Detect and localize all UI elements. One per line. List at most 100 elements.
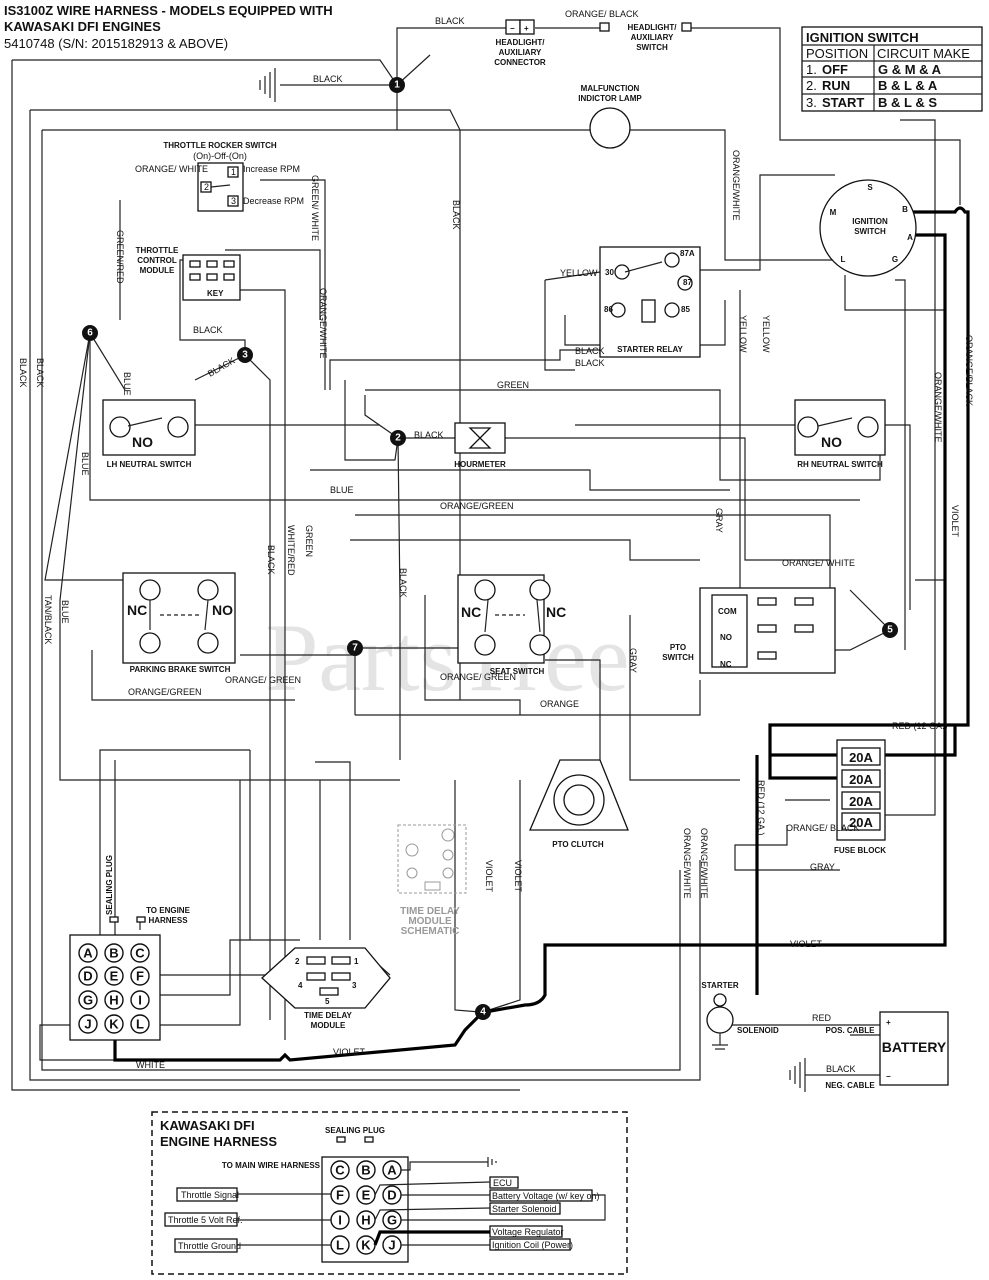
ignition-switch-table: IGNITION SWITCH POSITION CIRCUIT MAKE 1.… bbox=[801, 26, 983, 112]
svg-text:85: 85 bbox=[681, 305, 690, 314]
svg-text:4: 4 bbox=[480, 1007, 486, 1018]
svg-text:Throttle Signal: Throttle Signal bbox=[181, 1190, 239, 1200]
svg-text:MODULE: MODULE bbox=[408, 916, 452, 927]
svg-text:20A: 20A bbox=[849, 772, 873, 787]
pin-K: K bbox=[104, 1014, 124, 1034]
engine-pin-I: I bbox=[330, 1210, 350, 1230]
svg-text:CONTROL: CONTROL bbox=[137, 256, 177, 265]
svg-text:20A: 20A bbox=[849, 794, 873, 809]
svg-text:VIOLET: VIOLET bbox=[333, 1047, 366, 1057]
svg-text:NEG. CABLE: NEG. CABLE bbox=[825, 1081, 875, 1090]
engine-pin-E: E bbox=[356, 1185, 376, 1205]
svg-text:LH NEUTRAL SWITCH: LH NEUTRAL SWITCH bbox=[107, 460, 192, 469]
svg-text:BLACK: BLACK bbox=[35, 358, 45, 388]
time-delay-module: 2 1 4 3 5 TIME DELAY MODULE bbox=[261, 947, 391, 1030]
node-4: 4 bbox=[475, 1004, 491, 1020]
svg-text:1: 1 bbox=[394, 80, 400, 91]
starter-solenoid: STARTER SOLENOID bbox=[701, 981, 779, 1050]
headlight-switch: HEADLIGHT/ AUXILIARY SWITCH bbox=[599, 22, 692, 52]
engine-pin-H: H bbox=[356, 1210, 376, 1230]
svg-text:NC: NC bbox=[127, 602, 147, 618]
svg-text:G: G bbox=[387, 1213, 397, 1228]
svg-text:Throttle 5 Volt Ref.: Throttle 5 Volt Ref. bbox=[168, 1215, 243, 1225]
svg-text:BLUE: BLUE bbox=[330, 485, 354, 495]
svg-text:SWITCH: SWITCH bbox=[662, 653, 694, 662]
svg-text:MODULE: MODULE bbox=[140, 266, 175, 275]
svg-text:ORANGE/BLACK: ORANGE/BLACK bbox=[964, 335, 974, 406]
svg-text:B: B bbox=[902, 205, 908, 214]
svg-text:H: H bbox=[361, 1213, 370, 1228]
svg-text:BLACK: BLACK bbox=[826, 1064, 856, 1074]
svg-text:87: 87 bbox=[683, 278, 692, 287]
svg-text:ORANGE/ BLACK: ORANGE/ BLACK bbox=[786, 823, 860, 833]
svg-text:KEY: KEY bbox=[207, 289, 224, 298]
ground-symbol-top bbox=[259, 68, 276, 102]
svg-text:NO: NO bbox=[821, 434, 842, 450]
node-7: 7 bbox=[347, 640, 363, 656]
node-2: 2 bbox=[390, 430, 406, 446]
svg-text:ORANGE/GREEN: ORANGE/GREEN bbox=[128, 687, 202, 697]
pin-H: H bbox=[104, 990, 124, 1010]
svg-text:BLUE: BLUE bbox=[60, 600, 70, 624]
parking-brake-switch: NC NO PARKING BRAKE SWITCH bbox=[122, 572, 236, 674]
ignition-table-col-position: POSITION bbox=[806, 46, 868, 61]
svg-text:VIOLET: VIOLET bbox=[513, 860, 523, 893]
svg-text:MODULE: MODULE bbox=[311, 1021, 346, 1030]
svg-text:BATTERY: BATTERY bbox=[882, 1039, 947, 1055]
svg-text:J: J bbox=[388, 1238, 395, 1253]
svg-text:NO: NO bbox=[212, 602, 233, 618]
svg-text:L: L bbox=[336, 1238, 344, 1253]
title-line-1: IS3100Z WIRE HARNESS - MODELS EQUIPPED W… bbox=[4, 3, 333, 18]
svg-text:GREEN/RED: GREEN/RED bbox=[115, 230, 125, 284]
svg-text:BLACK: BLACK bbox=[266, 545, 276, 575]
svg-text:2: 2 bbox=[395, 433, 401, 444]
node-1: 1 bbox=[389, 77, 405, 93]
svg-text:1: 1 bbox=[354, 957, 359, 966]
svg-text:−: − bbox=[886, 1072, 891, 1081]
svg-text:NC: NC bbox=[720, 660, 732, 669]
svg-text:FUSE BLOCK: FUSE BLOCK bbox=[834, 846, 886, 855]
svg-text:NO: NO bbox=[132, 434, 153, 450]
svg-text:YELLOW: YELLOW bbox=[738, 315, 748, 353]
svg-text:RED: RED bbox=[812, 1013, 832, 1023]
engine-pin-A: A bbox=[382, 1160, 402, 1180]
svg-text:SCHEMATIC: SCHEMATIC bbox=[401, 926, 460, 937]
title-line-2: KAWASAKI DFI ENGINES bbox=[4, 19, 161, 34]
ignition-row-2-num: 2. bbox=[806, 78, 817, 93]
svg-text:GRAY: GRAY bbox=[810, 862, 835, 872]
svg-text:BLACK: BLACK bbox=[206, 355, 237, 378]
node-5: 5 bbox=[882, 622, 898, 638]
engine-harness-box: KAWASAKI DFI ENGINE HARNESS SEALING PLUG… bbox=[151, 1111, 628, 1275]
svg-text:SEAT SWITCH: SEAT SWITCH bbox=[490, 667, 545, 676]
svg-text:MALFUNCTION: MALFUNCTION bbox=[581, 84, 640, 93]
svg-text:A: A bbox=[83, 946, 93, 961]
pto-switch: COM NO NC PTO SWITCH bbox=[662, 587, 836, 674]
svg-text:20A: 20A bbox=[849, 815, 873, 830]
lh-neutral-switch: NO LH NEUTRAL SWITCH bbox=[102, 399, 196, 469]
svg-text:BLACK: BLACK bbox=[18, 358, 28, 388]
title-line-3: 5410748 (S/N: 2015182913 & ABOVE) bbox=[4, 36, 228, 51]
svg-text:NO: NO bbox=[720, 633, 732, 642]
svg-text:30: 30 bbox=[605, 268, 614, 277]
svg-text:B: B bbox=[361, 1163, 370, 1178]
svg-text:TAN/BLACK: TAN/BLACK bbox=[43, 595, 53, 644]
pin-F: F bbox=[130, 966, 150, 986]
seat-switch: NC NC SEAT SWITCH bbox=[457, 574, 566, 676]
pin-D: D bbox=[78, 966, 98, 986]
svg-text:AUXILIARY: AUXILIARY bbox=[631, 33, 674, 42]
svg-text:SWITCH: SWITCH bbox=[854, 227, 886, 236]
headlight-plus: + bbox=[524, 24, 529, 33]
svg-text:ECU: ECU bbox=[493, 1178, 512, 1188]
svg-text:BLUE: BLUE bbox=[122, 372, 132, 396]
headlight-minus: − bbox=[510, 24, 515, 33]
svg-text:ENGINE HARNESS: ENGINE HARNESS bbox=[160, 1134, 277, 1149]
svg-text:87A: 87A bbox=[680, 249, 695, 258]
svg-text:SEALING PLUG: SEALING PLUG bbox=[105, 855, 114, 915]
svg-text:86: 86 bbox=[604, 305, 613, 314]
svg-text:Ignition Coil (Power): Ignition Coil (Power) bbox=[492, 1240, 573, 1250]
svg-text:TIME DELAY: TIME DELAY bbox=[400, 906, 460, 917]
svg-text:VIOLET: VIOLET bbox=[484, 860, 494, 893]
svg-text:Throttle Ground: Throttle Ground bbox=[178, 1241, 241, 1251]
engine-pin-G: G bbox=[382, 1210, 402, 1230]
starter-relay: 30 87A 87 86 85 STARTER RELAY bbox=[599, 246, 701, 358]
